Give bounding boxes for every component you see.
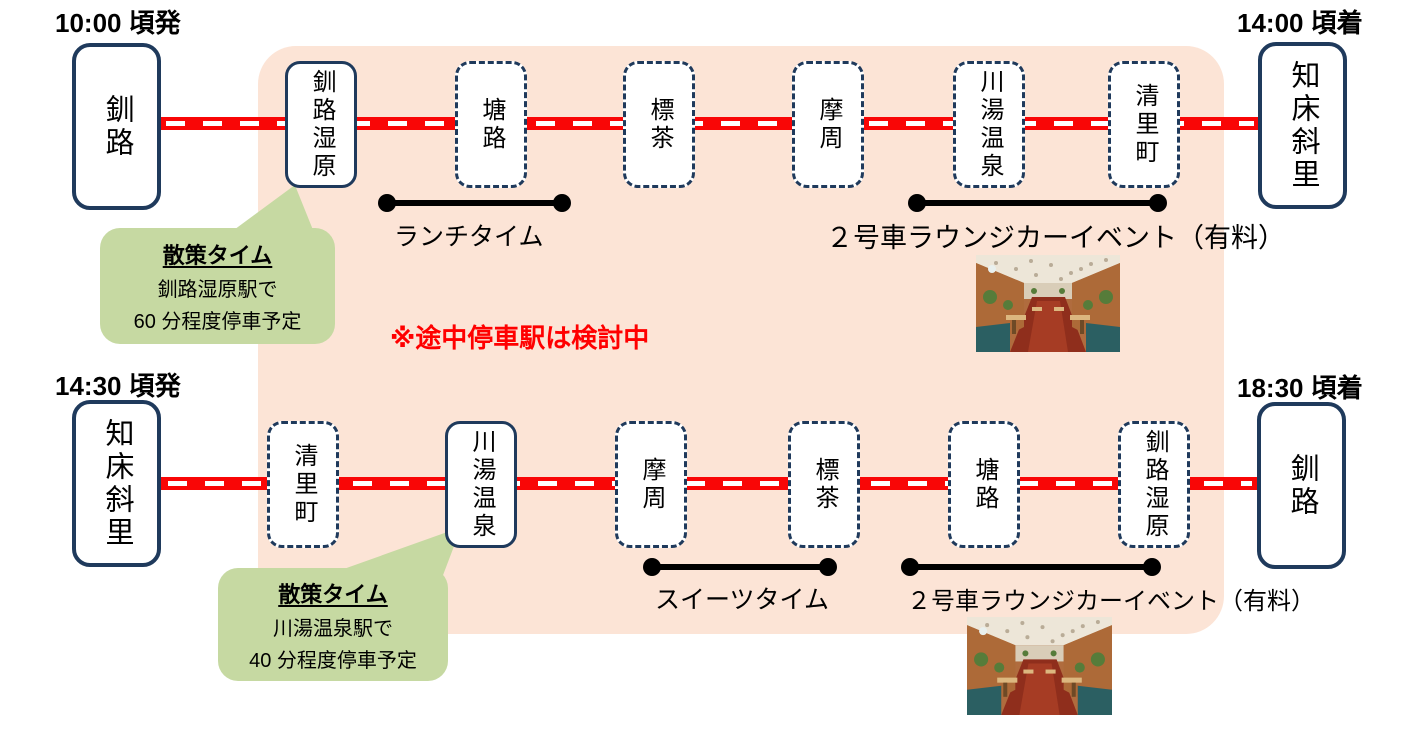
- lounge-car-photo: [967, 617, 1112, 715]
- station-name-label: 釧路湿原: [1141, 428, 1168, 541]
- outbound-stop-toro: 塘路: [455, 61, 527, 188]
- sweets-time-bracket: [643, 558, 837, 576]
- inbound-destination-station: 釧路: [1257, 402, 1346, 569]
- outbound-destination-station: 知床斜里: [1258, 42, 1347, 209]
- inbound-walk-callout: 散策タイム 川湯温泉駅で 40 分程度停車予定: [218, 568, 448, 681]
- inbound-departure-time: 14:30 頃発: [55, 371, 181, 401]
- station-name-label: 塘路: [971, 456, 998, 513]
- callout-title: 散策タイム: [278, 581, 388, 607]
- lounge-car-photo: [976, 255, 1120, 352]
- inbound-stop-kiyosatocho: 清里町: [267, 421, 339, 548]
- station-name-label: 川湯温泉: [468, 428, 495, 541]
- outbound-departure-time: 10:00 頃発: [55, 8, 181, 38]
- outbound-walk-callout: 散策タイム 釧路湿原駅で 60 分程度停車予定: [100, 228, 335, 344]
- station-name-label: 清里町: [290, 442, 317, 527]
- station-name-label: 川湯温泉: [976, 68, 1003, 181]
- inbound-stop-kawayu-onsen: 川湯温泉: [445, 421, 517, 548]
- inbound-stop-shibecha: 標茶: [788, 421, 860, 548]
- inbound-lounge-event-label: ２号車ラウンジカーイベント（有料）: [907, 588, 1315, 615]
- outbound-stop-kushiro-shitsugen: 釧路湿原: [285, 61, 357, 188]
- outbound-lounge-event-label: ２号車ラウンジカーイベント（有料）: [826, 223, 1285, 253]
- station-name-label: 摩周: [638, 456, 665, 513]
- inbound-lounge-event-bracket: [901, 558, 1161, 576]
- callout-duration-line: 60 分程度停車予定: [133, 311, 302, 333]
- inbound-origin-station: 知床斜里: [72, 400, 161, 567]
- station-name-label: 釧路: [101, 93, 133, 160]
- outbound-stop-shibecha: 標茶: [623, 61, 695, 188]
- inbound-stop-mashu: 摩周: [615, 421, 687, 548]
- inbound-stop-kushiro-shitsugen: 釧路湿原: [1118, 421, 1190, 548]
- under-consideration-note: ※途中停車駅は検討中: [390, 323, 650, 353]
- callout-station-line: 川湯温泉駅で: [273, 617, 393, 640]
- outbound-stop-mashu: 摩周: [792, 61, 864, 188]
- station-name-label: 釧路: [1286, 452, 1318, 519]
- outbound-stop-kiyosatocho: 清里町: [1108, 61, 1180, 188]
- sweets-time-label: スイーツタイム: [655, 586, 830, 614]
- outbound-origin-station: 釧路: [72, 43, 161, 210]
- station-name-label: 知床斜里: [1287, 59, 1319, 192]
- inbound-arrival-time: 18:30 頃着: [1237, 373, 1363, 403]
- callout-station-line: 釧路湿原駅で: [157, 279, 278, 301]
- callout-title: 散策タイム: [162, 243, 273, 268]
- callout-duration-line: 40 分程度停車予定: [249, 649, 417, 672]
- station-name-label: 知床斜里: [101, 417, 133, 550]
- station-name-label: 釧路湿原: [308, 68, 335, 181]
- station-name-label: 標茶: [646, 96, 673, 153]
- inbound-stop-toro: 塘路: [948, 421, 1020, 548]
- outbound-stop-kawayu-onsen: 川湯温泉: [953, 61, 1025, 188]
- lunch-time-bracket: [378, 194, 571, 212]
- outbound-arrival-time: 14:00 頃着: [1237, 8, 1363, 38]
- station-name-label: 清里町: [1131, 82, 1158, 167]
- outbound-lounge-event-bracket: [908, 194, 1167, 212]
- station-name-label: 摩周: [815, 96, 842, 153]
- lunch-time-label: ランチタイム: [394, 223, 544, 251]
- station-name-label: 塘路: [478, 96, 505, 153]
- station-name-label: 標茶: [811, 456, 838, 513]
